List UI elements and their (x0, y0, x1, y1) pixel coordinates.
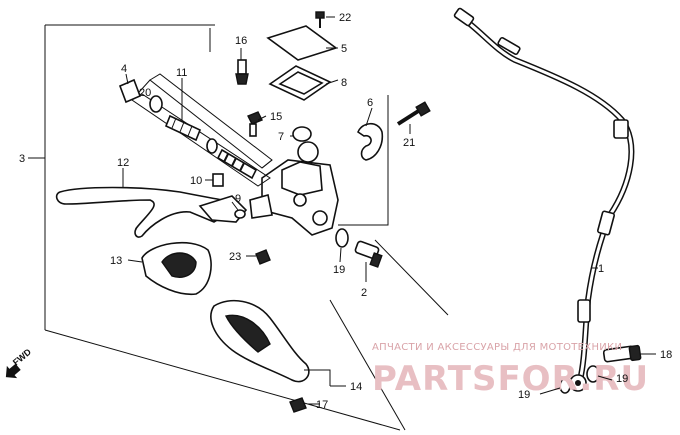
callout-13: 13 (110, 255, 122, 267)
callout-20: 20 (139, 87, 151, 99)
guard-screw (289, 397, 307, 413)
knuckle-guard (210, 299, 310, 383)
sealing-washer-left (335, 228, 349, 248)
sealing-washer-right-b (559, 378, 571, 394)
pivot-cap (292, 126, 312, 142)
reservoir-diaphragm (268, 65, 332, 101)
brake-lever (55, 186, 248, 238)
callout-labels: 1 2 3 4 5 6 7 8 9 10 11 12 13 14 15 16 1… (19, 12, 672, 411)
piston-set (131, 73, 273, 187)
callout-4: 4 (121, 63, 127, 75)
banjo-bolt-right (602, 344, 642, 363)
callout-19-left: 19 (333, 264, 345, 276)
fwd-label: FWD (11, 346, 34, 367)
callout-5: 5 (341, 43, 347, 55)
callout-11: 11 (176, 67, 187, 79)
brake-hose (453, 7, 635, 392)
cap-screw (315, 11, 325, 28)
callout-2: 2 (361, 287, 367, 299)
watermark-logo: PARTSFOR.RU (372, 359, 649, 399)
banjo-bolt-left (354, 240, 383, 268)
watermark: АПЧАСТИ И АКСЕССУАРЫ ДЛЯ МОТОТЕХНИКИ PAR… (372, 342, 649, 399)
callout-1: 1 (598, 263, 604, 275)
float-bolt (235, 59, 249, 85)
assembly-frame (28, 24, 449, 431)
callout-15: 15 (270, 111, 282, 123)
lever-pivot-bolt (212, 173, 224, 187)
piston-boot (118, 78, 142, 104)
master-cylinder-body (249, 141, 339, 236)
callout-19-right: 19 (616, 373, 628, 385)
callout-14: 14 (350, 381, 362, 393)
bleeder-screw (247, 111, 263, 137)
holder-bolt (396, 101, 431, 126)
handlebar-holder (357, 122, 384, 161)
callout-23: 23 (229, 251, 241, 263)
sealing-washer-right-a (586, 365, 600, 383)
forward-direction-indicator: FWD (5, 346, 34, 379)
dust-seal-screw (255, 249, 271, 265)
callout-16: 16 (235, 35, 247, 47)
callout-12: 12 (117, 157, 129, 169)
callout-10: 10 (190, 175, 202, 187)
callout-6: 6 (367, 97, 373, 109)
watermark-tagline: АПЧАСТИ И АКСЕССУАРЫ ДЛЯ МОТОТЕХНИКИ (372, 342, 622, 353)
lever-nut (234, 209, 246, 219)
lever-dust-cover (141, 241, 212, 296)
callout-9: 9 (235, 193, 241, 205)
callout-18: 18 (660, 349, 672, 361)
reservoir-cap (266, 25, 338, 61)
callout-7: 7 (278, 131, 284, 143)
callout-8: 8 (341, 77, 347, 89)
callout-17: 17 (316, 399, 328, 411)
callout-22: 22 (339, 12, 351, 24)
callout-19-bottom: 19 (518, 389, 530, 401)
callout-3: 3 (19, 153, 25, 165)
leader-lines (122, 16, 656, 405)
callout-21: 21 (403, 137, 415, 149)
